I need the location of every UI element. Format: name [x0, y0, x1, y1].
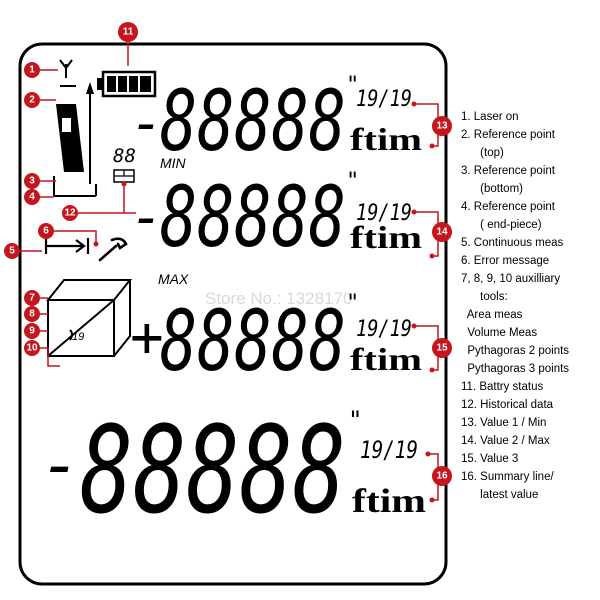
- legend-item: Volume Meas: [461, 327, 538, 339]
- readout-summary: - 88888 " 19/19 ftim: [40, 402, 426, 541]
- legend-item: 16. Summary line/: [461, 471, 554, 483]
- callout-13: 13: [432, 116, 452, 136]
- minute-mark: ": [346, 169, 359, 194]
- units: ftim: [352, 483, 426, 520]
- sign: +: [130, 305, 164, 370]
- callout-14: 14: [432, 222, 452, 242]
- callout-1: 1: [24, 62, 40, 78]
- digits: 88888: [160, 72, 346, 170]
- svg-text:13: 13: [436, 121, 448, 132]
- legend-item: 11. Battry status: [461, 381, 544, 393]
- callout-16: 16: [432, 466, 452, 486]
- readout-value-1: - 88888 " 19/19 ftim: [130, 72, 422, 170]
- legend-item: 1. Laser on: [461, 111, 519, 123]
- legend-item: Pythagoras 2 points: [461, 345, 570, 357]
- legend-item: 12. Historical data: [461, 399, 554, 411]
- fraction: 19/19: [360, 436, 418, 464]
- digits: 88888: [160, 168, 346, 266]
- minute-mark: ": [346, 73, 359, 98]
- svg-text:10: 10: [26, 343, 38, 354]
- reference-point-device-icon: [53, 82, 97, 197]
- legend-item: 4. Reference point: [461, 201, 555, 213]
- svg-text:11: 11: [123, 27, 134, 38]
- watermark: Store No.: 1328170: [205, 289, 352, 308]
- callout-7: 7: [24, 290, 40, 306]
- callout-4: 4: [24, 189, 40, 205]
- svg-text:4: 4: [29, 192, 35, 203]
- callout-12: 12: [62, 205, 78, 221]
- svg-text:1: 1: [29, 65, 35, 76]
- sign: -: [130, 91, 164, 156]
- wrench-icon: [98, 237, 128, 262]
- legend-item: 6. Error message: [461, 255, 550, 267]
- svg-text:6: 6: [43, 226, 49, 237]
- callout-15: 15: [432, 338, 452, 358]
- svg-text:3: 3: [29, 176, 35, 187]
- svg-text:9: 9: [29, 326, 35, 337]
- svg-text:14: 14: [436, 227, 448, 238]
- svg-text:16: 16: [436, 471, 448, 482]
- legend-item: 7, 8, 9, 10 auxilliary: [461, 273, 561, 285]
- fraction: 19/19: [356, 317, 412, 342]
- sign: -: [40, 426, 81, 505]
- legend: 1. Laser on 2. Reference point (top) 3. Re…: [461, 108, 600, 504]
- readout-value-3: + 88888 " 19/19 ftim: [130, 291, 422, 390]
- callout-10: 10: [24, 340, 40, 356]
- callout-6: 6: [38, 223, 54, 239]
- legend-item: Pythagoras 3 points: [461, 363, 570, 375]
- legend-item: 13. Value 1 / Min: [461, 417, 547, 429]
- callout-2: 2: [24, 92, 40, 108]
- readout-value-2: - 88888 " 19/19 ftim: [130, 168, 422, 266]
- legend-item: 3. Reference point: [461, 165, 555, 177]
- legend-item: (bottom): [461, 183, 523, 195]
- battery-icon: [97, 70, 157, 98]
- digits: 88888: [80, 402, 346, 541]
- units: ftim: [350, 219, 422, 255]
- legend-item: latest value: [461, 489, 539, 501]
- callout-3: 3: [24, 173, 40, 189]
- laser-icon: [59, 59, 73, 78]
- callout-9: 9: [24, 323, 40, 339]
- max-label: MAX: [158, 271, 189, 287]
- fraction: 19/19: [356, 87, 412, 112]
- legend-item: 14. Value 2 / Max: [461, 435, 550, 447]
- svg-text:8: 8: [29, 309, 35, 320]
- svg-text:7: 7: [29, 293, 35, 304]
- units: ftim: [350, 121, 422, 157]
- legend-item: Area meas: [461, 309, 523, 321]
- svg-text:2: 2: [29, 95, 35, 106]
- callout-8: 8: [24, 306, 40, 322]
- aux-tool-number: 19: [72, 331, 84, 343]
- units: ftim: [350, 341, 422, 377]
- sign: -: [130, 185, 164, 250]
- legend-item: 5. Continuous meas: [461, 237, 564, 249]
- digits: 88888: [160, 292, 346, 390]
- min-label: MIN: [160, 155, 187, 171]
- fraction: 19/19: [356, 201, 412, 226]
- svg-text:15: 15: [436, 343, 448, 354]
- callout-5: 5: [4, 243, 20, 259]
- legend-item: ( end-piece): [461, 219, 542, 231]
- svg-text:12: 12: [64, 208, 76, 219]
- continuous-meas-icon: [44, 238, 90, 254]
- legend-item: 15. Value 3: [461, 453, 519, 465]
- legend-item: (top): [461, 147, 504, 159]
- minute-mark: ": [346, 291, 359, 316]
- callout-11: 11: [118, 22, 138, 42]
- lcd-frame: [18, 42, 448, 586]
- svg-text:5: 5: [9, 246, 15, 257]
- historical-digits: 88: [113, 145, 136, 167]
- minute-mark: ": [348, 406, 362, 434]
- aux-tools-icon: [45, 279, 133, 357]
- legend-item: tools:: [461, 291, 508, 303]
- legend-item: 2. Reference point: [461, 129, 555, 141]
